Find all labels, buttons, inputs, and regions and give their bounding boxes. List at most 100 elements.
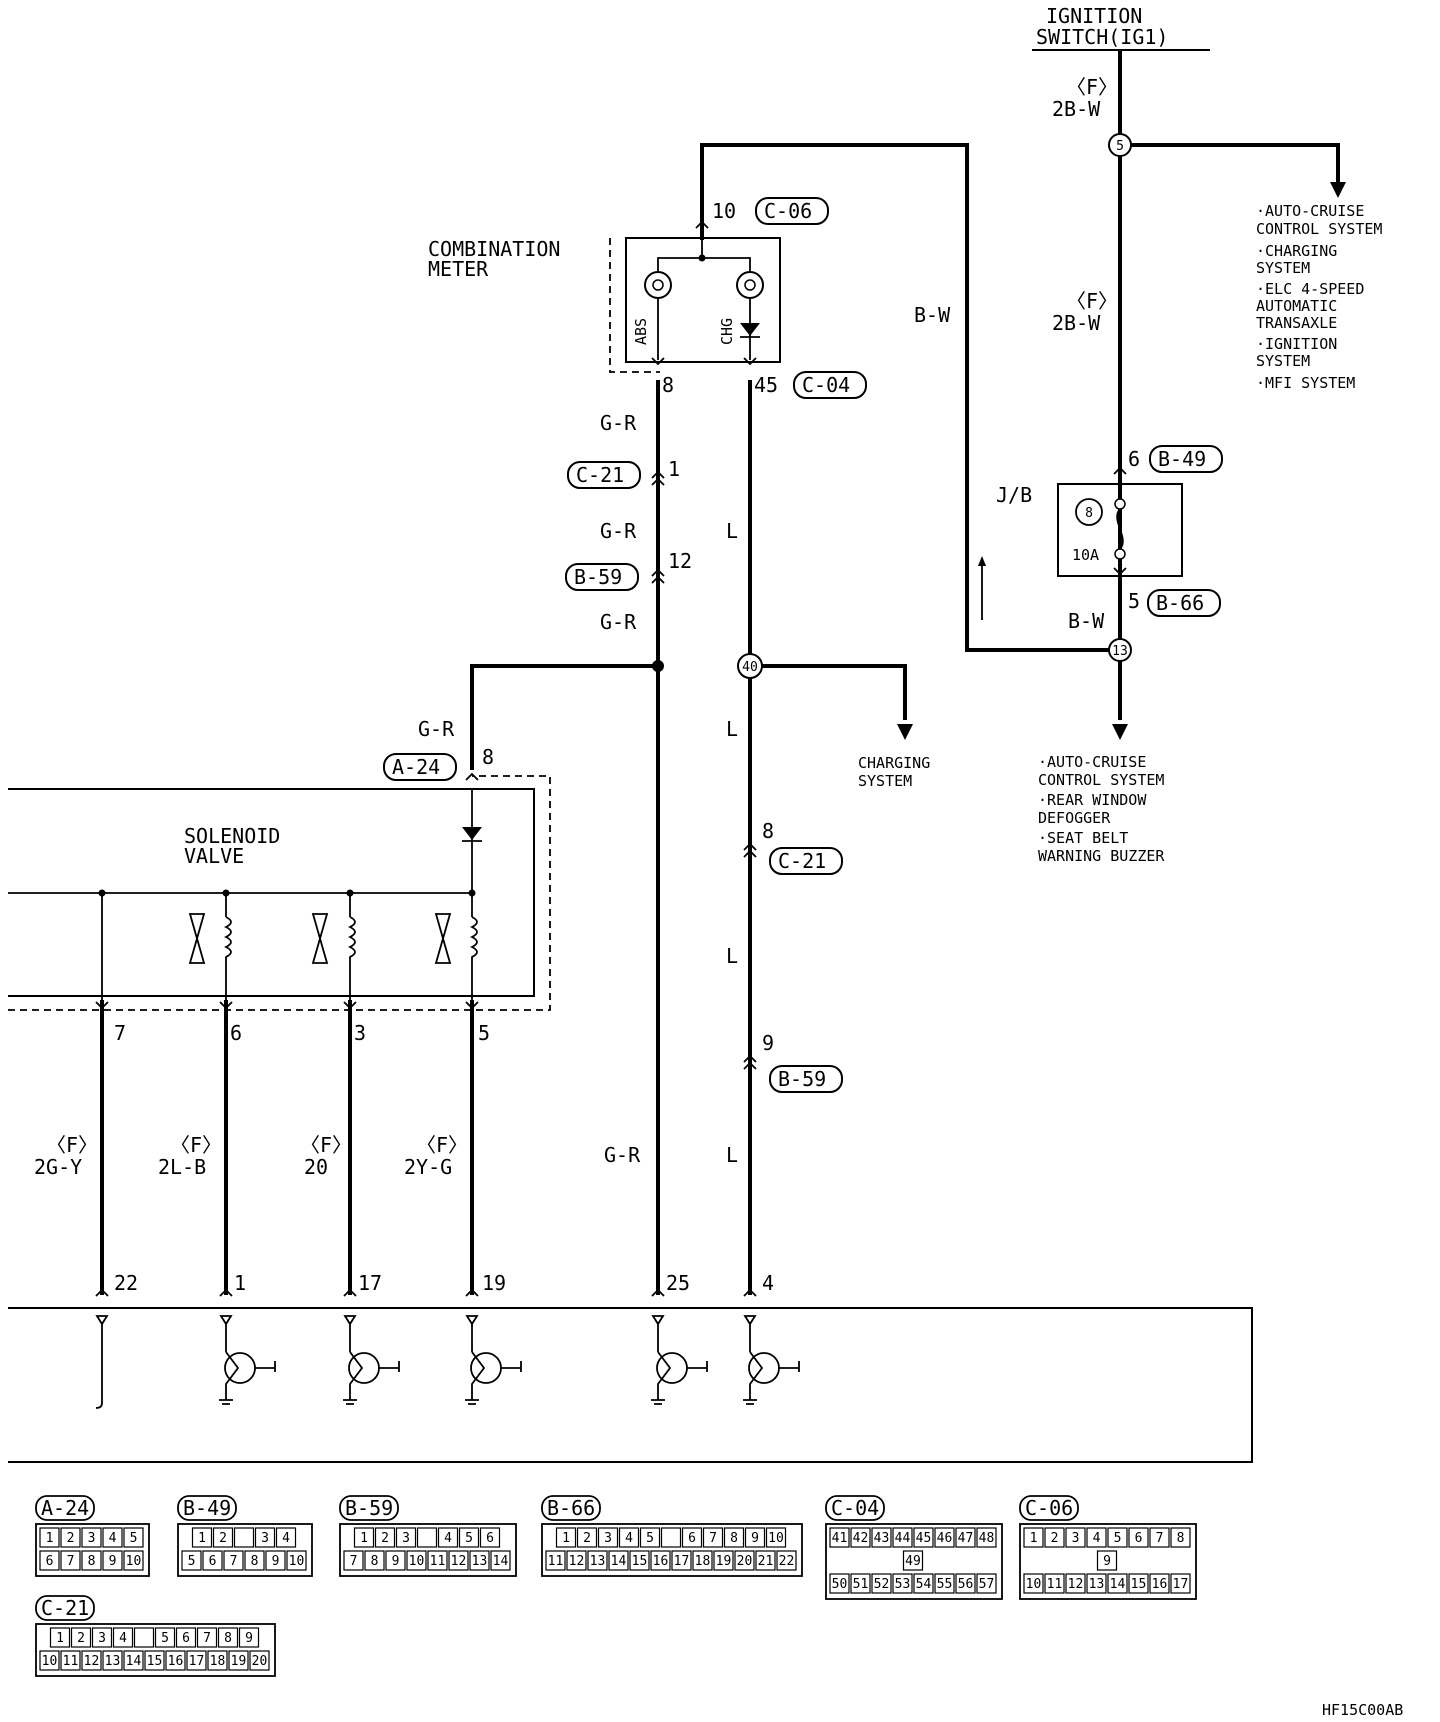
- legend-pin: 11: [1047, 1577, 1063, 1592]
- legend-cell: [249, 1650, 270, 1671]
- legend-pin: 6: [1135, 1531, 1143, 1546]
- legend-pin: 2: [583, 1531, 591, 1546]
- legend-cell: [776, 1550, 797, 1571]
- transistor-4-pins: [657, 1351, 708, 1400]
- legend-cell: [744, 1527, 766, 1548]
- legend-body: [35, 1523, 150, 1577]
- callout-b66: B-66: [1156, 591, 1204, 615]
- solenoid-outline-dashed: [8, 775, 551, 1011]
- legend-cell: [555, 1527, 577, 1548]
- coil-2: [347, 916, 356, 1001]
- wire-l-1: L: [726, 519, 738, 543]
- legend-pin: 1: [56, 1631, 64, 1646]
- pin-45: 45: [754, 373, 778, 397]
- wire-bw-long: B-W: [914, 303, 951, 327]
- legend-cell: [892, 1573, 913, 1594]
- wires: [100, 50, 1346, 1295]
- callout-b59b: B-59: [778, 1067, 826, 1091]
- legend-pin: 4: [109, 1531, 117, 1546]
- legend-cell: [39, 1650, 60, 1671]
- legend-cell: [1086, 1527, 1107, 1548]
- legend-cell: [91, 1627, 113, 1648]
- legend-tag: B-66: [547, 1496, 595, 1520]
- wire-gr-3: G-R: [600, 610, 637, 634]
- wire-20: 20: [304, 1155, 328, 1179]
- legend-pin: 17: [1173, 1577, 1189, 1592]
- dest-bottom-2-0: ·SEAT BELT: [1038, 829, 1128, 847]
- legend-pin: 13: [590, 1554, 606, 1569]
- callout-c21b-box: [769, 847, 843, 875]
- legend-pin: 52: [874, 1577, 890, 1592]
- legend-cell: [566, 1550, 587, 1571]
- flow-arrow-head: [978, 556, 986, 566]
- f-tag-20: 〈F〉: [300, 1133, 352, 1157]
- mark-p22: [95, 1288, 109, 1297]
- charging-line1: CHARGING: [858, 754, 930, 772]
- legend-pin: 9: [392, 1554, 400, 1569]
- legend-pin: 11: [548, 1554, 564, 1569]
- legend-cell: [207, 1650, 228, 1671]
- legend-pin: 7: [67, 1554, 75, 1569]
- callout-c21a: C-21: [576, 463, 624, 487]
- splice-5: [1108, 133, 1132, 157]
- legend-pin: 5: [646, 1531, 654, 1546]
- legend-cell: [458, 1527, 480, 1548]
- ecu-box: [8, 1307, 1253, 1463]
- mark-p25: [651, 1288, 665, 1297]
- callout-c04-box: [793, 371, 867, 399]
- legend-cell: [692, 1550, 713, 1571]
- mark-p17: [343, 1288, 357, 1297]
- callout-b59a-box: [565, 563, 639, 591]
- mark-b59-chg: [743, 1054, 757, 1070]
- legend-pin: 8: [1177, 1531, 1185, 1546]
- legend-cell: [1044, 1573, 1065, 1594]
- junction-block: J/B 8 10A: [996, 483, 1183, 577]
- legend-cell: [1128, 1573, 1149, 1594]
- legend-cell: [254, 1527, 276, 1548]
- wire-gr-2: G-R: [600, 519, 637, 543]
- legend-pin: 3: [1072, 1531, 1080, 1546]
- ecu: [8, 1307, 1253, 1463]
- legend-body: [35, 1623, 276, 1677]
- legend-cell: [734, 1550, 755, 1571]
- callout-b59a: B-59: [574, 565, 622, 589]
- legend-pin: 12: [451, 1554, 467, 1569]
- wire-charging: [750, 664, 907, 720]
- mark-p3: [343, 1001, 357, 1010]
- legend-pin: 15: [147, 1654, 163, 1669]
- wire-2yg: 2Y-G: [404, 1155, 452, 1179]
- fuse-element: [1116, 508, 1124, 550]
- legend-cell: [154, 1627, 176, 1648]
- legend-pin: 22: [779, 1554, 795, 1569]
- fuse-icon: [1114, 498, 1126, 510]
- legend-pin: 2: [381, 1531, 389, 1546]
- legend-cell: [765, 1527, 787, 1548]
- legend-pin: 47: [958, 1531, 974, 1546]
- mark-p7: [95, 1001, 109, 1010]
- wire-2bw-top: 2B-W: [1052, 97, 1101, 121]
- legend-cell: [934, 1573, 955, 1594]
- connector-callouts: C-06 C-04 C-21 B-59 B-49 B-66 A-24 C-21 …: [383, 197, 1223, 1093]
- combination-meter-line2: METER: [428, 257, 489, 281]
- legend-pin: 19: [716, 1554, 732, 1569]
- callout-a24-box: [383, 753, 457, 781]
- legend-cell: [660, 1527, 682, 1548]
- charging-line2: SYSTEM: [858, 772, 912, 790]
- pin-1-c21: 1: [668, 457, 680, 481]
- pin-9-b59: 9: [762, 1031, 774, 1055]
- legend-cell: [618, 1527, 640, 1548]
- legend-cell: [186, 1650, 207, 1671]
- legend-cell: [902, 1550, 924, 1571]
- mark-p6: [219, 1001, 233, 1010]
- callout-b49: B-49: [1158, 447, 1206, 471]
- solenoid-line2: VALVE: [184, 844, 244, 868]
- legend-pin: 5: [1114, 1531, 1122, 1546]
- transistor-1-pins: [225, 1351, 276, 1400]
- solenoid-diode-icon: [462, 827, 482, 840]
